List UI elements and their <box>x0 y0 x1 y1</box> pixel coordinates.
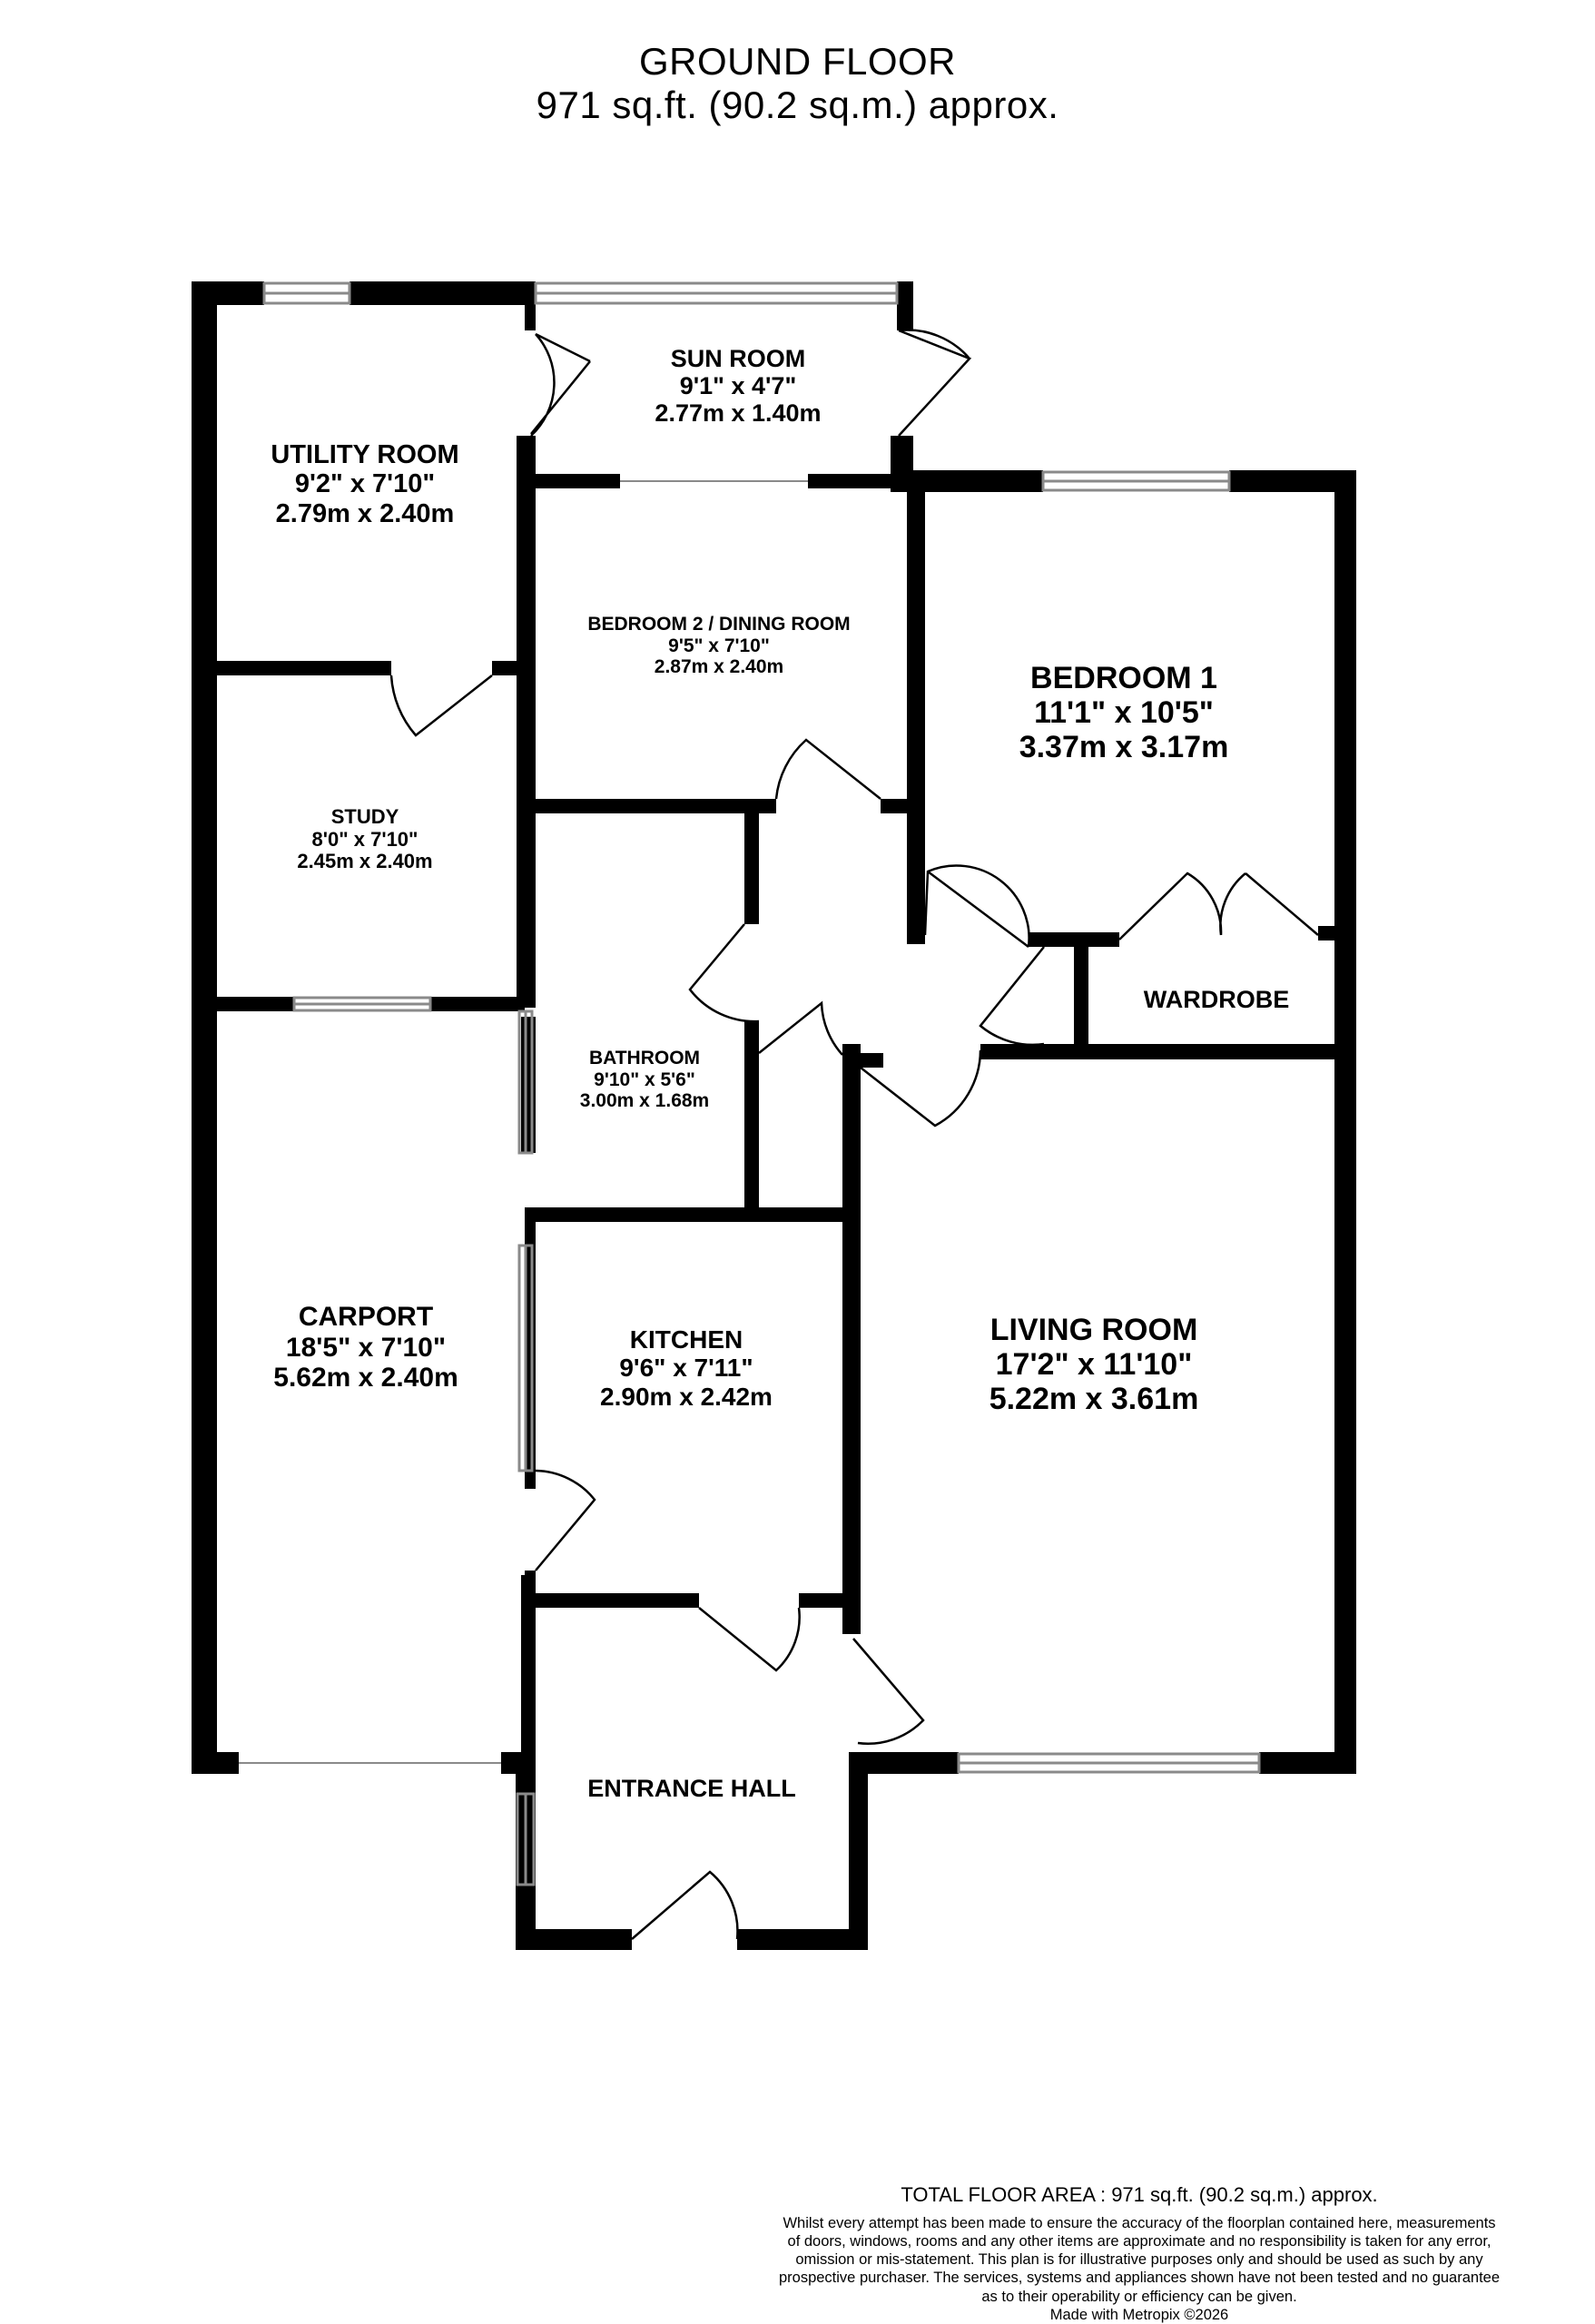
room-name: LIVING ROOM <box>989 1313 1198 1347</box>
room-metric: 2.45m x 2.40m <box>297 850 433 873</box>
room-bathroom: BATHROOM 9'10" x 5'6" 3.00m x 1.68m <box>580 1048 709 1112</box>
room-metric: 5.22m x 3.61m <box>989 1382 1199 1417</box>
room-metric: 2.79m x 2.40m <box>275 498 455 528</box>
room-study: STUDY 8'0" x 7'10" 2.45m x 2.40m <box>297 805 433 873</box>
room-name: BEDROOM 1 <box>1030 661 1217 695</box>
room-name: KITCHEN <box>629 1325 743 1354</box>
room-imperial: 9'2" x 7'10" <box>294 469 436 499</box>
room-metric: 2.90m x 2.42m <box>600 1382 773 1411</box>
disclaimer-line: omission or mis-statement. This plan is … <box>795 2251 1483 2269</box>
room-imperial: 11'1" x 10'5" <box>1034 695 1214 731</box>
room-name: BATHROOM <box>588 1048 701 1068</box>
room-imperial: 9'10" x 5'6" <box>594 1068 695 1090</box>
room-sun-room: SUN ROOM 9'1" x 4'7" 2.77m x 1.40m <box>655 345 821 428</box>
windows <box>239 281 1261 1886</box>
room-metric: 5.62m x 2.40m <box>273 1363 458 1393</box>
total-floor-area: TOTAL FLOOR AREA : 971 sq.ft. (90.2 sq.m… <box>901 2183 1378 2206</box>
room-entrance-hall: ENTRANCE HALL <box>587 1775 796 1802</box>
floor-area: 971 sq.ft. (90.2 sq.m.) approx. <box>536 84 1059 126</box>
room-living-room: LIVING ROOM 17'2" x 11'10" 5.22m x 3.61m <box>989 1313 1199 1416</box>
room-metric: 2.77m x 1.40m <box>655 399 822 428</box>
room-kitchen: KITCHEN 9'6" x 7'11" 2.90m x 2.42m <box>600 1325 773 1411</box>
room-name: UTILITY ROOM <box>271 440 459 469</box>
room-metric: 2.87m x 2.40m <box>654 656 784 678</box>
room-wardrobe: WARDROBE <box>1144 986 1290 1013</box>
room-imperial: 9'5" x 7'10" <box>668 635 770 656</box>
room-name: CARPORT <box>298 1302 434 1332</box>
room-imperial: 17'2" x 11'10" <box>995 1347 1193 1383</box>
room-metric: 3.37m x 3.17m <box>1019 730 1229 765</box>
doors <box>389 329 1319 1940</box>
room-name: ENTRANCE HALL <box>587 1775 796 1802</box>
room-bedroom-1: BEDROOM 1 11'1" x 10'5" 3.37m x 3.17m <box>1019 661 1229 764</box>
disclaimer-line: as to their operability or efficiency ca… <box>981 2288 1297 2305</box>
interior-walls <box>217 436 1356 1752</box>
room-imperial: 18'5" x 7'10" <box>285 1332 447 1363</box>
made-with: Made with Metropix ©2026 <box>1049 2306 1229 2323</box>
room-imperial: 9'6" x 7'11" <box>619 1354 753 1383</box>
plan-footer: TOTAL FLOOR AREA : 971 sq.ft. (90.2 sq.m… <box>744 2183 1534 2324</box>
room-name: WARDROBE <box>1143 986 1290 1013</box>
room-utility-room: UTILITY ROOM 9'2" x 7'10" 2.79m x 2.40m <box>271 440 458 528</box>
room-name: STUDY <box>330 805 399 828</box>
room-bedroom-2: BEDROOM 2 / DINING ROOM 9'5" x 7'10" 2.8… <box>587 614 850 678</box>
floor-title: GROUND FLOOR <box>638 40 956 83</box>
room-carport: CARPORT 18'5" x 7'10" 5.62m x 2.40m <box>273 1302 458 1393</box>
disclaimer-line: of doors, windows, rooms and any other i… <box>787 2233 1492 2250</box>
disclaimer-line: Whilst every attempt has been made to en… <box>783 2215 1496 2231</box>
exterior-walls <box>192 281 1356 1950</box>
room-name: SUN ROOM <box>670 345 806 372</box>
disclaimer-line: prospective purchaser. The services, sys… <box>778 2270 1501 2287</box>
room-metric: 3.00m x 1.68m <box>579 1090 710 1112</box>
room-imperial: 8'0" x 7'10" <box>311 827 418 851</box>
room-imperial: 9'1" x 4'7" <box>679 372 797 400</box>
room-name: BEDROOM 2 / DINING ROOM <box>587 614 851 635</box>
disclaimer: Whilst every attempt has been made to en… <box>744 2214 1534 2306</box>
